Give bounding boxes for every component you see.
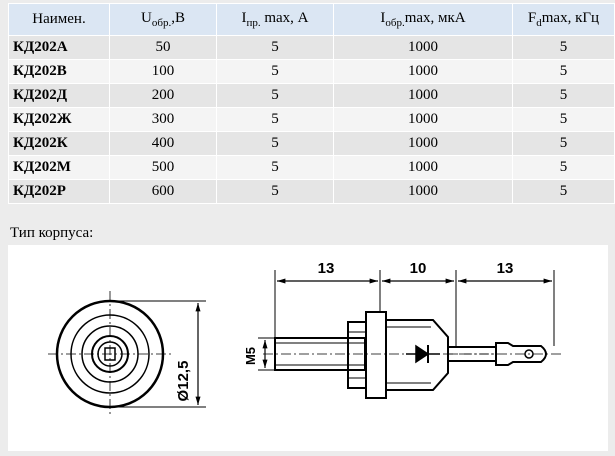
cell-reverse-current: 1000 [333, 35, 513, 60]
cell-voltage: 100 [109, 59, 217, 84]
package-drawing: Ø12,5 [8, 245, 608, 451]
table-row: КД202В 100 5 1000 5 [8, 59, 615, 84]
base-washer [365, 311, 387, 399]
cell-voltage: 400 [109, 131, 217, 156]
cell-current: 5 [216, 179, 334, 204]
cell-frequency: 5 [512, 131, 615, 156]
diode-body [385, 319, 449, 391]
table-row: КД202Д 200 5 1000 5 [8, 83, 615, 108]
case-type-label: Тип корпуса: [10, 225, 94, 241]
cell-current: 5 [216, 107, 334, 132]
cell-voltage: 50 [109, 35, 217, 60]
table-row: КД202Р 600 5 1000 5 [8, 179, 615, 204]
thread-dimension [258, 337, 275, 371]
cell-reverse-current: 1000 [333, 83, 513, 108]
cell-name: КД202Р [8, 179, 110, 204]
cell-frequency: 5 [512, 83, 615, 108]
end-view [48, 291, 206, 417]
diode-symbol-icon [406, 344, 440, 364]
cell-reverse-current: 1000 [333, 131, 513, 156]
cell-reverse-current: 1000 [333, 59, 513, 84]
diameter-label: Ø12,5 [175, 361, 192, 402]
cell-reverse-current: 1000 [333, 155, 513, 180]
cell-voltage: 200 [109, 83, 217, 108]
table-row: КД202А 50 5 1000 5 [8, 35, 615, 60]
cell-current: 5 [216, 83, 334, 108]
length-dimensions [274, 270, 555, 347]
table-header-row: Наимен. Uобр.,В Iпр. max, А Iобр.max, мк… [8, 3, 615, 36]
table-row: КД202К 400 5 1000 5 [8, 131, 615, 156]
header-forward-current: Iпр. max, А [216, 3, 334, 36]
cell-voltage: 500 [109, 155, 217, 180]
cell-current: 5 [216, 131, 334, 156]
table-row: КД202Ж 300 5 1000 5 [8, 107, 615, 132]
cell-name: КД202Д [8, 83, 110, 108]
cell-frequency: 5 [512, 35, 615, 60]
dim-label-left: 13 [318, 260, 335, 277]
cell-name: КД202М [8, 155, 110, 180]
package-drawing-svg: Ø12,5 [48, 260, 563, 417]
header-reverse-voltage: Uобр.,В [109, 3, 217, 36]
thread-label: М5 [243, 347, 258, 365]
cell-frequency: 5 [512, 155, 615, 180]
cell-frequency: 5 [512, 59, 615, 84]
cell-current: 5 [216, 155, 334, 180]
dim-label-middle: 10 [410, 260, 427, 277]
header-name: Наимен. [8, 3, 110, 36]
cell-current: 5 [216, 59, 334, 84]
side-view [263, 311, 563, 399]
cell-voltage: 300 [109, 107, 217, 132]
header-frequency: Fdmax, кГц [512, 3, 615, 36]
dim-label-right: 13 [497, 260, 514, 277]
table-row: КД202М 500 5 1000 5 [8, 155, 615, 180]
cell-frequency: 5 [512, 107, 615, 132]
terminal-lug [495, 342, 547, 366]
cell-reverse-current: 1000 [333, 179, 513, 204]
cell-name: КД202К [8, 131, 110, 156]
cell-name: КД202А [8, 35, 110, 60]
header-reverse-current: Iобр.max, мкА [333, 3, 513, 36]
cell-name: КД202В [8, 59, 110, 84]
cell-current: 5 [216, 35, 334, 60]
diode-spec-table: Наимен. Uобр.,В Iпр. max, А Iобр.max, мк… [8, 3, 615, 204]
cell-voltage: 600 [109, 179, 217, 204]
cell-name: КД202Ж [8, 107, 110, 132]
cell-frequency: 5 [512, 179, 615, 204]
cell-reverse-current: 1000 [333, 107, 513, 132]
